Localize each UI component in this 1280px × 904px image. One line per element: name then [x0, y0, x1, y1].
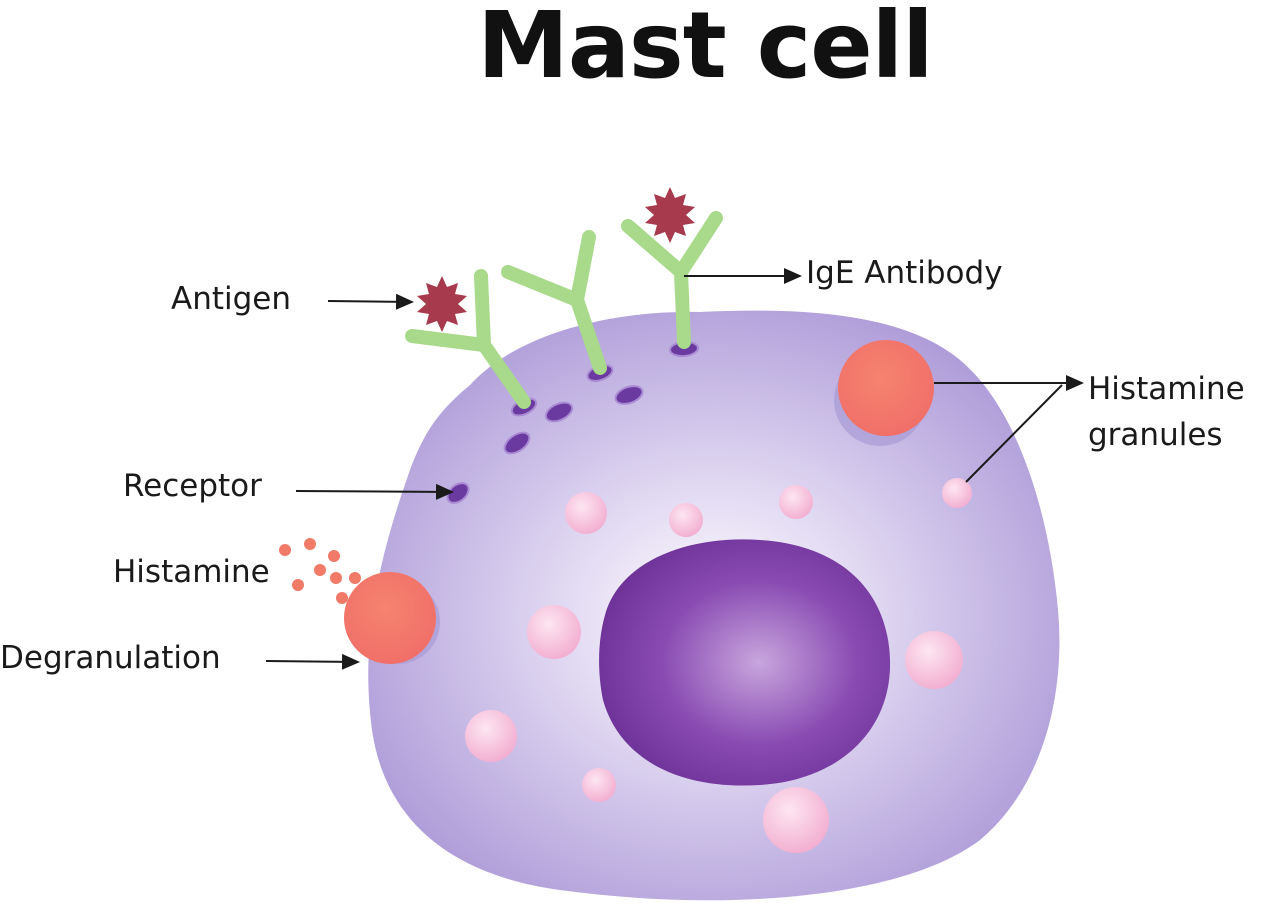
ige-antibodies — [405, 211, 723, 409]
nucleus — [599, 539, 891, 786]
label-ige-antibody: IgE Antibody — [806, 255, 1003, 291]
label-degranulation: Degranulation — [0, 640, 221, 676]
arrow-histamine-granules-b — [965, 384, 1063, 483]
degranulation-granule — [344, 572, 440, 664]
released-histamine-dots — [279, 538, 361, 604]
diagram-title: Mast cell — [477, 0, 933, 99]
antigen-right — [645, 187, 695, 243]
internal-granules — [465, 478, 972, 853]
leader-arrows — [265, 268, 1084, 670]
antigen-left — [417, 276, 467, 332]
label-receptor: Receptor — [123, 468, 262, 504]
antigens — [417, 187, 695, 332]
label-histamine: Histamine — [113, 554, 270, 590]
label-histamine-granules-line2: granules — [1088, 417, 1223, 453]
label-antigen: Antigen — [171, 281, 292, 317]
histamine-granule-surface — [834, 340, 934, 446]
label-histamine-granules-line1: Histamine — [1088, 371, 1245, 407]
arrow-degranulation — [265, 653, 360, 670]
arrow-receptor — [295, 483, 454, 500]
arrow-antigen — [327, 293, 414, 310]
